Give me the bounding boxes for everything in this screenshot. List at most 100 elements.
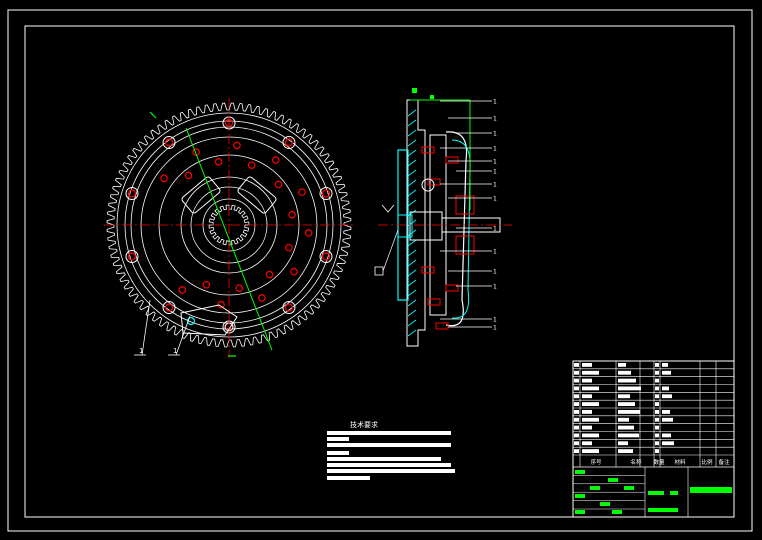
spring-hole [265,270,274,279]
tech-note-line [327,469,455,473]
parts-no-cell [574,386,579,391]
balloon-label: 1 [493,269,497,276]
parts-no-cell [574,433,579,438]
parts-no-cell [574,363,579,367]
outer-bolt-hole [319,250,333,264]
parts-qty-cell [655,370,659,375]
view-label: 1 [173,347,177,355]
title-green-block [648,491,664,495]
title-green-block [575,470,585,474]
spring-hole [274,180,283,189]
release-bearing [455,195,475,215]
diaphragm-spring [451,139,471,319]
section-hatch [407,189,417,197]
parts-name-cell [618,417,629,422]
section-cut-line [185,127,273,351]
parts-qty-cell [655,363,659,367]
title-green-block [600,502,610,506]
balloon-label: 1 [493,146,497,153]
parts-qty-cell [655,433,659,438]
damper-spring-window [237,176,277,214]
parts-header-label: 备注 [718,458,730,466]
parts-name-cell [618,378,636,383]
spring-hole [160,174,168,183]
fastener [445,284,459,292]
spring-hole [233,141,241,150]
title-green-block [612,510,622,514]
tech-note-line [327,463,451,467]
parts-code-cell [582,394,592,399]
parts-no-cell [574,417,579,422]
parts-header-label: 数量 [653,458,665,466]
view-label: 1 [139,347,143,355]
title-green-block [590,486,600,490]
outer-bolt-hole [125,250,139,264]
parts-mat-cell [662,370,671,375]
fastener [427,298,441,306]
spring-hole [288,210,296,219]
parts-mat-cell [662,441,674,446]
section-hatch [407,289,417,297]
outer-bolt-hole [162,135,176,149]
balloon-label: 1 [493,249,497,256]
outer-bolt-hole-red [321,189,331,198]
parts-no-cell [574,370,579,375]
pressure-plate [429,134,447,316]
balloon-label: 1 [493,284,497,291]
outer-bolt-hole [125,186,139,200]
parts-no-cell [574,449,579,453]
parts-code-cell [582,363,592,367]
tech-note-line [327,431,451,435]
parts-code-cell [582,441,592,446]
parts-no-cell [574,441,579,446]
damper-spring-window [181,176,221,214]
spring-hole [304,229,313,237]
parts-name-cell [618,394,630,399]
balloon-label: 1 [493,116,497,123]
section-hatch [407,119,417,127]
section-hatch [407,179,417,187]
balloon-label: 1 [493,131,497,138]
section-hatch [407,269,417,277]
spring-hole [217,300,225,309]
parts-no-cell [574,402,579,406]
section-hatch [407,299,417,307]
balloon-label: 1 [493,159,497,166]
title-green-block [575,510,585,514]
parts-qty-cell [655,425,659,430]
section-hatch [407,309,417,317]
spring-hole [271,156,280,164]
outer-bolt-hole [162,301,176,315]
section-hatch [407,319,417,327]
sheet-outer-border [7,9,753,532]
spring-hole [202,281,211,289]
parts-qty-cell [655,386,659,391]
release-lever [180,304,238,336]
parts-header-label: 序号 [590,458,602,466]
tech-note-line [327,451,349,455]
balloon-label: 1 [493,317,497,324]
sheet-inner-border [24,25,735,518]
parts-name-cell [618,433,639,438]
release-bearing [455,235,475,255]
spring-hole [184,171,193,180]
outer-bolt-hole-red [321,252,331,261]
rivet [421,178,435,192]
fastener [421,266,435,274]
spring-hole [290,267,298,276]
section-hatch [407,249,417,257]
parts-name-cell [618,386,641,391]
parts-mat-cell [662,417,673,422]
outer-bolt-hole-red [284,138,294,147]
balloon-label: 1 [493,182,497,189]
parts-code-cell [582,386,599,391]
balloon-label: 1 [493,325,497,332]
parts-no-cell [574,410,579,414]
title-green-block [575,494,585,498]
parts-mat-cell [662,410,670,414]
parts-header-label: 材料 [674,458,686,466]
datum-leader [382,229,399,272]
parts-mat-cell [662,386,669,391]
